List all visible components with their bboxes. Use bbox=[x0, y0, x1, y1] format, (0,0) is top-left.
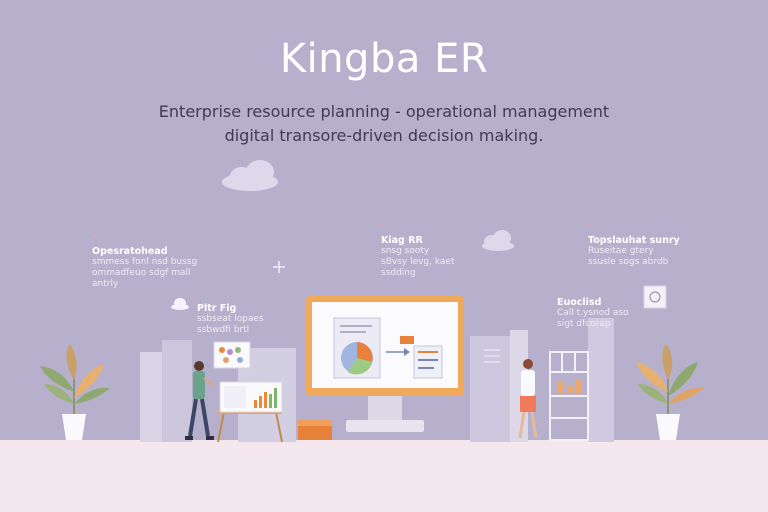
cloud-icon bbox=[482, 230, 514, 251]
feature-note-heading: Pltr Fig bbox=[197, 303, 237, 314]
plant-right bbox=[636, 344, 704, 440]
monitor bbox=[306, 296, 464, 432]
floating-card bbox=[213, 341, 251, 369]
feature-note-line: smmess fonl nsd bussg bbox=[92, 257, 198, 267]
person-figure bbox=[518, 359, 538, 439]
page-title: Kingba ER bbox=[279, 36, 489, 82]
clock-icon bbox=[643, 285, 667, 309]
sparkle-dot bbox=[93, 222, 590, 294]
feature-note-line: sigt dfcorap bbox=[557, 319, 611, 329]
feature-note-line: ssbseat lopaes bbox=[197, 314, 264, 324]
feature-note-line: antrly bbox=[92, 279, 119, 289]
person-figure bbox=[185, 361, 215, 440]
feature-note: Pltr Fig ssbseat lopaes ssbwdfi brtl bbox=[197, 303, 264, 336]
shelf-items bbox=[558, 380, 582, 394]
plant-left bbox=[40, 344, 110, 440]
building-window-lines bbox=[484, 349, 500, 363]
feature-note: Opesratohead smmess fonl nsd bussg ommad… bbox=[92, 246, 197, 290]
sparkle-icon bbox=[273, 261, 285, 273]
subtitle-line-1: Enterprise resource planning - operation… bbox=[158, 102, 610, 121]
feature-note-heading: Kiag RR bbox=[381, 235, 423, 246]
cloud-icon bbox=[222, 160, 278, 191]
feature-note: Kiag RR snsg sooty sBvsy levg, kaet ssdd… bbox=[381, 235, 455, 279]
storage-box bbox=[298, 420, 332, 440]
feature-note-heading: Topslauhat sunry bbox=[588, 235, 680, 246]
feature-note-line: snsg sooty bbox=[381, 246, 430, 256]
feature-note: Topslauhat sunry Ruseitae gtery ssusle s… bbox=[588, 235, 680, 268]
feature-note-line: Ruseitae gtery bbox=[588, 246, 654, 256]
shelf bbox=[549, 351, 589, 441]
feature-note-line: sBvsy levg, kaet bbox=[381, 257, 455, 267]
feature-note-line: ssbwdfi brtl bbox=[197, 325, 250, 335]
feature-note-heading: Opesratohead bbox=[92, 246, 168, 257]
subtitle-line-2: digital transore-driven decision making. bbox=[224, 126, 544, 145]
feature-note-heading: Euoclisd bbox=[557, 297, 602, 308]
feature-note-line: ssusle sogs abrdb bbox=[588, 257, 669, 267]
feature-note-line: ssdding bbox=[381, 268, 416, 278]
building-blocks bbox=[140, 318, 614, 442]
floor bbox=[0, 440, 768, 512]
chart-board bbox=[217, 381, 283, 443]
feature-note: Euoclisd Call t.ysnod aso sigt dfcorap bbox=[557, 297, 629, 330]
feature-note-line: ommadfeuo sdgf mall bbox=[92, 268, 191, 278]
cloud-icon bbox=[171, 298, 189, 310]
feature-note-line: Call t.ysnod aso bbox=[557, 308, 629, 318]
